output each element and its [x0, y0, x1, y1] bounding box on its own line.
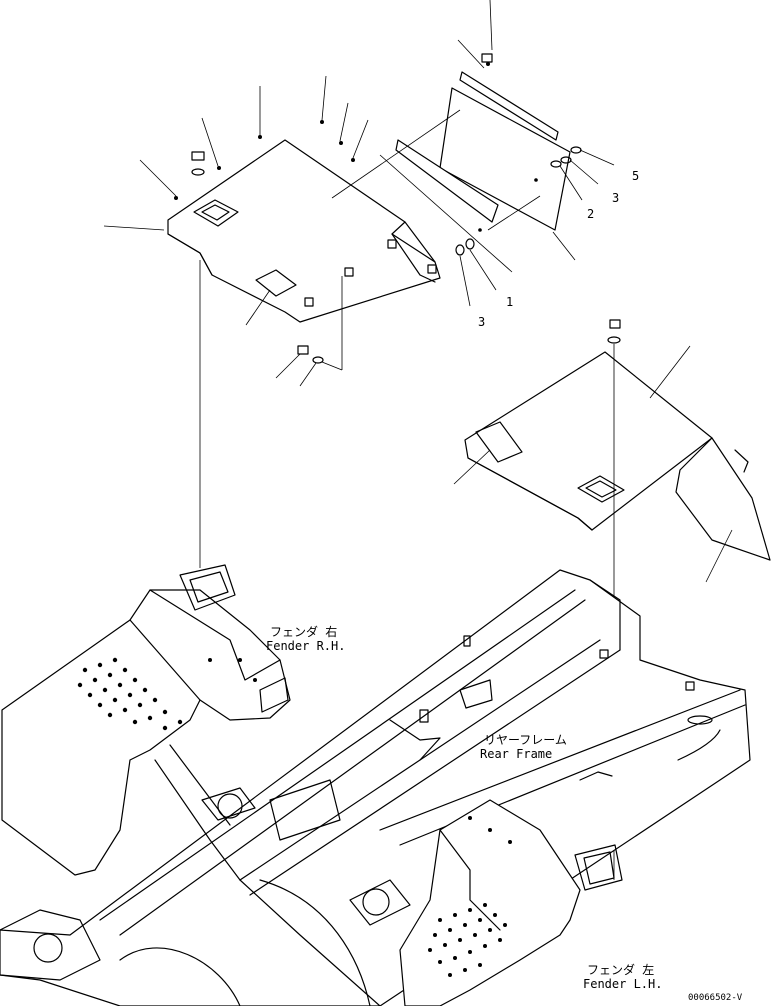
fender-rh-label-jp: フェンダ 右 — [270, 624, 337, 639]
fender-lh-holes — [428, 816, 512, 977]
callout-5: 5 — [632, 169, 639, 183]
callout-3: 3 — [612, 191, 619, 205]
rear-frame-label-jp: リヤーフレーム — [484, 733, 567, 747]
top-cover-plate-rh — [103, 75, 441, 387]
fender-rh-label-en: Fender R.H. — [266, 639, 345, 653]
side-plate-assembly — [331, 0, 615, 307]
fender-lh: フェンダ 左 Fender L.H. — [399, 799, 662, 1006]
callout-numbers: 1 2 3 3 5 — [478, 169, 639, 329]
rear-frame-label-en: Rear Frame — [480, 747, 552, 761]
rear-frame — [0, 569, 751, 1006]
screw-icon — [174, 120, 355, 200]
callout-2: 2 — [587, 207, 594, 221]
drawing-code: 00066502-V — [688, 993, 743, 1003]
callout-3b: 3 — [478, 315, 485, 329]
fender-rh: フェンダ 右 Fender R.H. — [1, 564, 345, 876]
fender-lh-label-jp: フェンダ 左 — [587, 962, 654, 977]
callout-1: 1 — [506, 295, 513, 309]
fender-rh-holes — [77, 657, 257, 731]
fender-lh-label-en: Fender L.H. — [583, 977, 662, 991]
